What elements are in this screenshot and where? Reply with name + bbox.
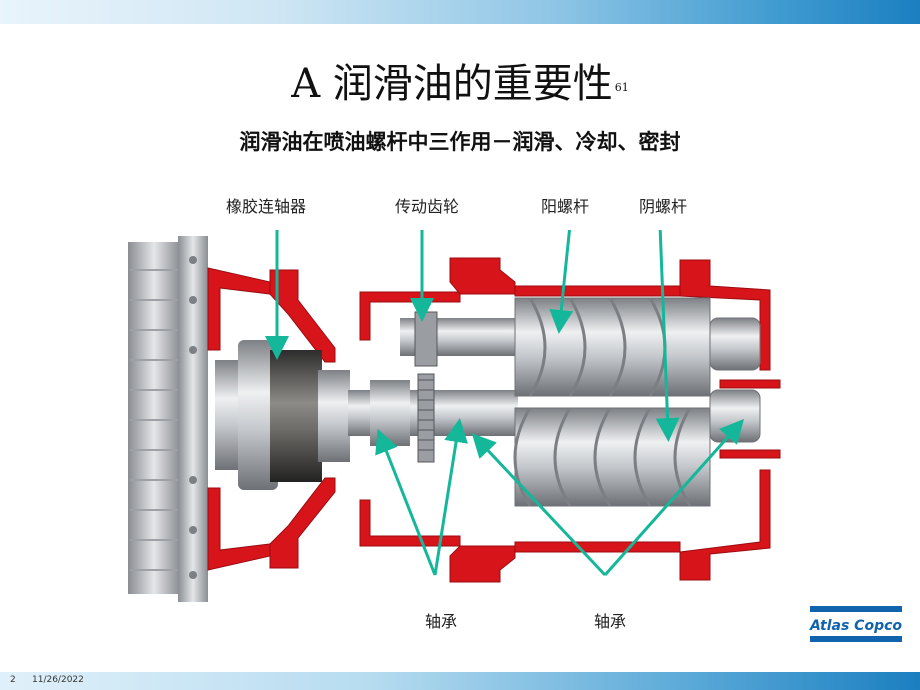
slide-title-text: A 润滑油的重要性 [291,61,613,107]
label-drive-gear: 传动齿轮 [395,197,460,216]
motor-housing [128,236,208,602]
slide-title-superscript: 61 [614,81,629,94]
rubber-coupling [215,340,350,490]
label-male-rotor: 阳螺杆 [541,197,590,216]
label-rubber-coupling: 橡胶连轴器 [226,197,307,216]
drive-gears [414,311,438,463]
slide-date: 11/26/2022 [32,675,84,685]
drive-shaft [348,318,530,446]
top-banner [0,0,920,24]
slide-subtitle: 润滑油在喷油螺杆中三作用－润滑、冷却、密封 [239,130,681,154]
label-female-rotor: 阴螺杆 [639,197,688,216]
logo-text: Atlas Copco [809,618,902,634]
compressor-cross-section-diagram [128,230,781,602]
label-bearing-right: 轴承 [594,612,627,631]
label-bearing-left: 轴承 [425,612,458,631]
compressor-casing [207,257,781,583]
footer-bar [0,672,920,690]
rotor-pair [513,297,711,507]
annotation-arrows [265,230,744,577]
page-number: 2 [10,675,16,685]
atlas-copco-logo: Atlas Copco [809,606,902,642]
